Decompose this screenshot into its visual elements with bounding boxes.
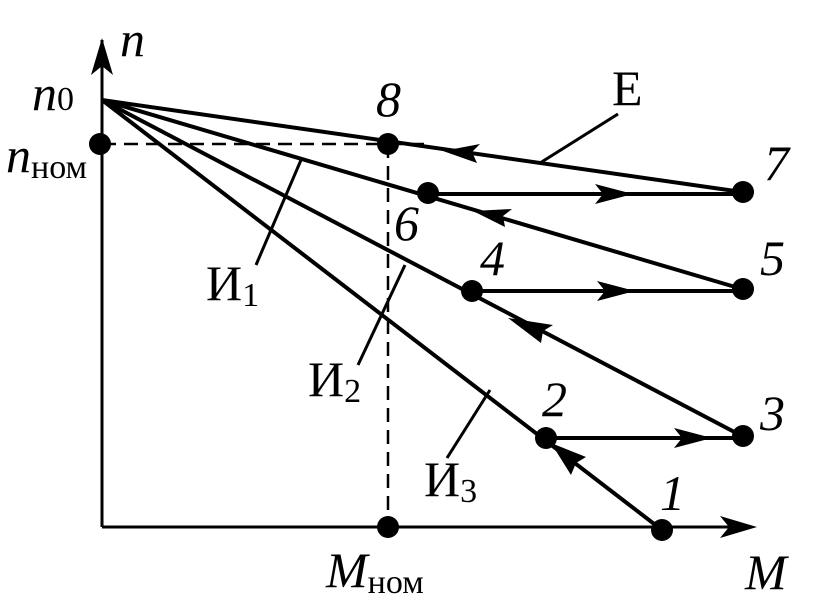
leader-i3 [445,389,492,459]
point-5-label: 5 [760,230,785,286]
arrow-1-2 [551,443,586,475]
point-1-label: 1 [660,465,685,521]
x-axis-arrowhead [720,516,757,538]
label-i3: И3 [424,451,477,510]
point-m-nom [377,516,399,538]
arrow-4-5 [597,281,635,301]
label-i2: И2 [308,351,361,410]
arrow-3-4 [508,318,553,343]
point-2 [535,427,557,449]
arrow-5-6 [473,209,512,227]
label-e: E [612,60,643,116]
point-3-label: 3 [759,385,785,441]
characteristic-e [101,98,743,194]
m-nom-label: Mном [325,542,424,601]
arrow-7-8 [443,144,480,163]
point-1 [651,519,673,541]
y-axis-arrowhead [91,38,113,75]
label-i1: И1 [206,255,259,314]
point-6 [417,182,439,204]
point-4-label: 4 [480,230,505,286]
x-axis-label: M [744,544,789,600]
leader-e [539,112,619,165]
point-8-label: 8 [376,71,401,127]
point-4 [461,280,483,302]
point-7 [732,181,754,203]
point-5 [732,278,754,300]
y-axis-label: n [120,11,145,67]
point-n-nom [89,133,111,155]
n0-label: n0 [32,65,74,121]
arrow-6-7 [595,184,633,204]
point-3 [732,425,754,447]
leader-i2 [356,264,407,366]
point-6-label: 6 [394,195,419,251]
leader-i1 [254,159,303,266]
point-8 [377,133,399,155]
characteristic-i2 [101,98,743,438]
point-7-label: 7 [764,135,791,191]
arrow-2-3 [674,428,712,448]
n-nom-label: nном [6,127,87,186]
point-2-label: 2 [542,371,567,427]
